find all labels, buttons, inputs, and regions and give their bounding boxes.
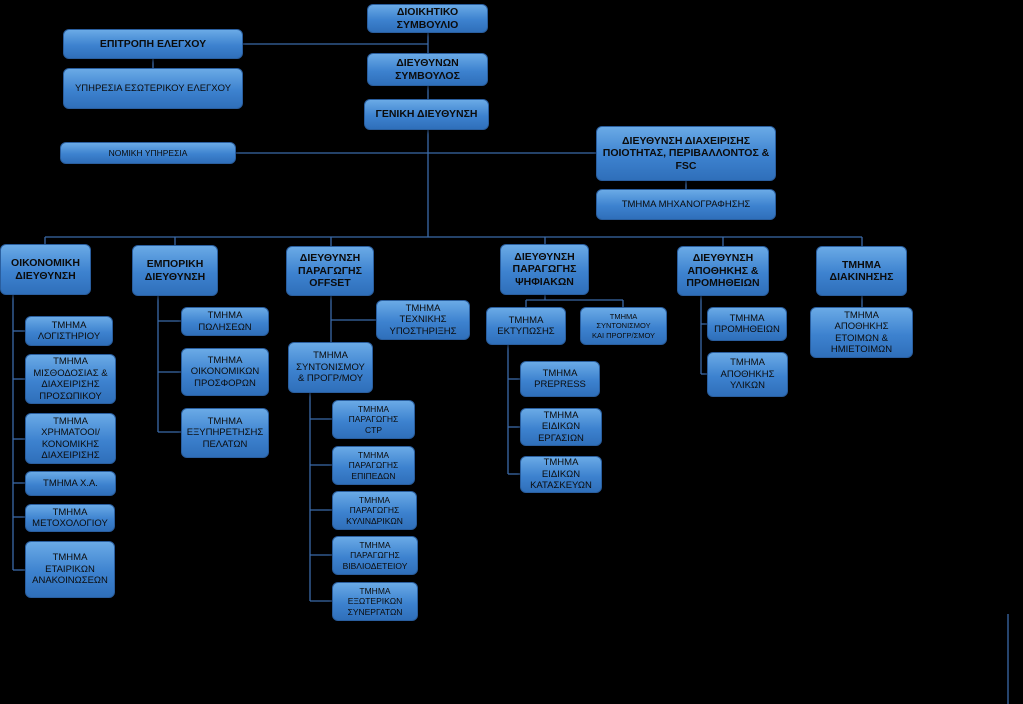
- finance-directorate-box: ΟΙΚΟΝΟΜΙΚΗ ΔΙΕΥΘΥΝΣΗ: [0, 244, 91, 295]
- audit-committee-box: ΕΠΙΤΡΟΠΗ ΕΛΕΓΧΟΥ: [63, 29, 243, 59]
- treasury-dept-box: ΤΜΗΜΑ ΧΡΗΜΑΤΟΟΙ/ ΚΟΝΟΜΙΚΗΣ ΔΙΑΧΕΙΡΙΣΗΣ: [25, 413, 116, 464]
- warehouse-directorate-box: ΔΙΕΥΘΥΝΣΗ ΑΠΟΘΗΚΗΣ & ΠΡΟΜΗΘΕΙΩΝ: [677, 246, 769, 296]
- digital-directorate-box: ΔΙΕΥΘΥΝΣΗ ΠΑΡΑΓΩΓΗΣ ΨΗΦΙΑΚΩΝ: [500, 244, 589, 295]
- board-of-directors-box: ΔΙΟΙΚΗΤΙΚΟ ΣΥΜΒΟΥΛΙΟ: [367, 4, 488, 33]
- procurement-dept-box: ΤΜΗΜΑ ΠΡΟΜΗΘΕΙΩΝ: [707, 307, 787, 341]
- materials-warehouse-dept-box: ΤΜΗΜΑ ΑΠΟΘΗΚΗΣ ΥΛΙΚΩΝ: [707, 352, 788, 397]
- bindery-dept-box: ΤΜΗΜΑ ΠΑΡΑΓΩΓΗΣ ΒΙΒΛΙΟΔΕΤΕΙΟΥ: [332, 536, 418, 575]
- accounting-dept-box: ΤΜΗΜΑ ΛΟΓΙΣΤΗΡΙΟΥ: [25, 316, 113, 346]
- payroll-dept-box: ΤΜΗΜΑ ΜΙΣΘΟΔΟΣΙΑΣ & ΔΙΑΧΕΙΡΙΣΗΣ ΠΡΟΣΩΠΙΚ…: [25, 354, 116, 404]
- flat-production-dept-box: ΤΜΗΜΑ ΠΑΡΑΓΩΓΗΣ ΕΠΙΠΕΔΩΝ: [332, 446, 415, 485]
- tech-support-dept-box: ΤΜΗΜΑ ΤΕΧΝΙΚΗΣ ΥΠΟΣΤΗΡΙΞΗΣ: [376, 300, 470, 340]
- customer-service-dept-box: ΤΜΗΜΑ ΕΞΥΠΗΡΕΤΗΣΗΣ ΠΕΛΑΤΩΝ: [181, 408, 269, 458]
- special-works-dept-box: ΤΜΗΜΑ ΕΙΔΙΚΩΝ ΕΡΓΑΣΙΩΝ: [520, 408, 602, 446]
- commercial-directorate-box: ΕΜΠΟΡΙΚΗ ΔΙΕΥΘΥΝΣΗ: [132, 245, 218, 296]
- external-partners-dept-box: ΤΜΗΜΑ ΕΞΩΤΕΡΙΚΩΝ ΣΥΝΕΡΓΑΤΩΝ: [332, 582, 418, 621]
- announcements-dept-box: ΤΜΗΜΑ ΕΤΑΙΡΙΚΩΝ ΑΝΑΚΟΙΝΩΣΕΩΝ: [25, 541, 115, 598]
- it-department-box: ΤΜΗΜΑ ΜΗΧΑΝΟΓΡΑΦΗΣΗΣ: [596, 189, 776, 220]
- offset-directorate-box: ΔΙΕΥΘΥΝΣΗ ΠΑΡΑΓΩΓΗΣ OFFSET: [286, 246, 374, 296]
- sales-dept-box: ΤΜΗΜΑ ΠΩΛΗΣΕΩΝ: [181, 307, 269, 336]
- finished-goods-storage-dept-box: ΤΜΗΜΑ ΑΠΟΘΗΚΗΣ ΕΤΟΙΜΩΝ & ΗΜΙΕΤΟΙΜΩΝ: [810, 307, 913, 358]
- quality-management-box: ΔΙΕΥΘΥΝΣΗ ΔΙΑΧΕΙΡΙΣΗΣ ΠΟΙΟΤΗΤΑΣ, ΠΕΡΙΒΑΛ…: [596, 126, 776, 181]
- prepress-dept-box: ΤΜΗΜΑ PREPRESS: [520, 361, 600, 397]
- general-management-box: ΓΕΝΙΚΗ ΔΙΕΥΘΥΝΣΗ: [364, 99, 489, 130]
- shareholders-dept-box: ΤΜΗΜΑ ΜΕΤΟΧΟΛΟΓΙΟΥ: [25, 504, 115, 532]
- ctp-dept-box: ΤΜΗΜΑ ΠΑΡΑΓΩΓΗΣ CTP: [332, 400, 415, 439]
- digital-coordination-dept-box: ΤΜΗΜΑ ΣΥΝΤΟΝΙΣΜΟΥ ΚΑΙ ΠΡΟΓΡ/ΣΜΟΥ: [580, 307, 667, 345]
- special-constructions-dept-box: ΤΜΗΜΑ ΕΙΔΙΚΩΝ ΚΑΤΑΣΚΕΥΩΝ: [520, 456, 602, 493]
- stock-exchange-dept-box: ΤΜΗΜΑ Χ.Α.: [25, 471, 116, 496]
- distribution-dept-box: ΤΜΗΜΑ ΔΙΑΚΙΝΗΣΗΣ: [816, 246, 907, 296]
- internal-audit-box: ΥΠΗΡΕΣΙΑ ΕΣΩΤΕΡΙΚΟΥ ΕΛΕΓΧΟΥ: [63, 68, 243, 109]
- cylindrical-production-dept-box: ΤΜΗΜΑ ΠΑΡΑΓΩΓΗΣ ΚΥΛΙΝΔΡΙΚΩΝ: [332, 491, 417, 530]
- printing-dept-box: ΤΜΗΜΑ ΕΚΤΥΠΩΣΗΣ: [486, 307, 566, 345]
- legal-service-box: ΝΟΜΙΚΗ ΥΠΗΡΕΣΙΑ: [60, 142, 236, 164]
- ceo-box: ΔΙΕΥΘΥΝΩΝ ΣΥΜΒΟΥΛΟΣ: [367, 53, 488, 86]
- offset-coordination-dept-box: ΤΜΗΜΑ ΣΥΝΤΟΝΙΣΜΟΥ & ΠΡΟΓΡ/ΜΟΥ: [288, 342, 373, 393]
- offers-dept-box: ΤΜΗΜΑ ΟΙΚΟΝΟΜΙΚΩΝ ΠΡΟΣΦΟΡΩΝ: [181, 348, 269, 396]
